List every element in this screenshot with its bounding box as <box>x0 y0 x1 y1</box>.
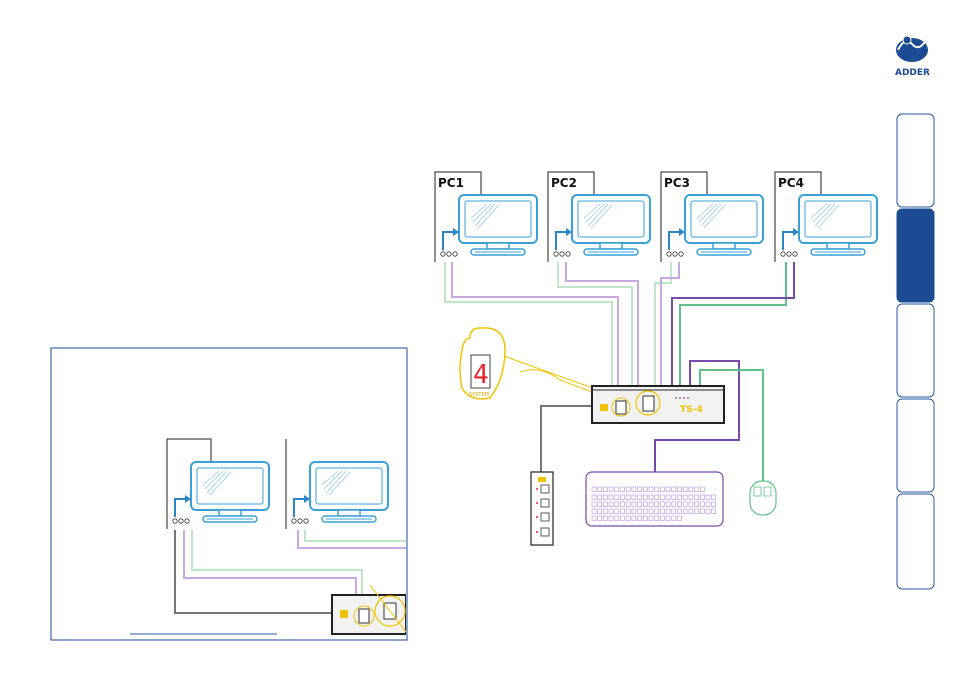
adder-snake-logo-icon <box>896 36 928 62</box>
inset-detail-panel <box>51 348 407 640</box>
computer-3-label: PC3 <box>664 176 690 190</box>
computer-4-label: PC4 <box>778 176 804 190</box>
side-tab-1[interactable] <box>897 114 934 207</box>
power-icon <box>600 404 608 411</box>
computer-1-label: PC1 <box>438 176 464 190</box>
computer-2: PC2 <box>548 172 650 262</box>
brand-name: ADDER <box>895 68 930 78</box>
mouse-icon <box>750 481 776 515</box>
side-tab-5[interactable] <box>897 494 934 589</box>
select-button <box>616 401 626 414</box>
channel-display-caption: SYSTEM <box>469 392 489 398</box>
computer-2-label: PC2 <box>551 176 577 190</box>
side-tab-3[interactable] <box>897 304 934 397</box>
display-callout: 4 SYSTEM <box>460 328 505 399</box>
side-tab-2[interactable] <box>897 209 934 302</box>
keyboard-icon <box>586 472 723 526</box>
computer-3: PC3 <box>661 172 763 262</box>
side-tabs[interactable] <box>897 114 934 589</box>
switch-display-window <box>643 396 654 411</box>
adder-logo: ADDER <box>895 36 930 78</box>
channel-display-digit: 4 <box>473 360 489 390</box>
switch-model-label: TS-4 <box>680 405 703 415</box>
side-tab-4[interactable] <box>897 399 934 492</box>
computer-4: PC4 <box>775 172 877 262</box>
remote-keypad <box>531 472 553 545</box>
kvm-switch: TS-4 <box>592 386 724 423</box>
computer-1: PC1 <box>435 172 537 262</box>
